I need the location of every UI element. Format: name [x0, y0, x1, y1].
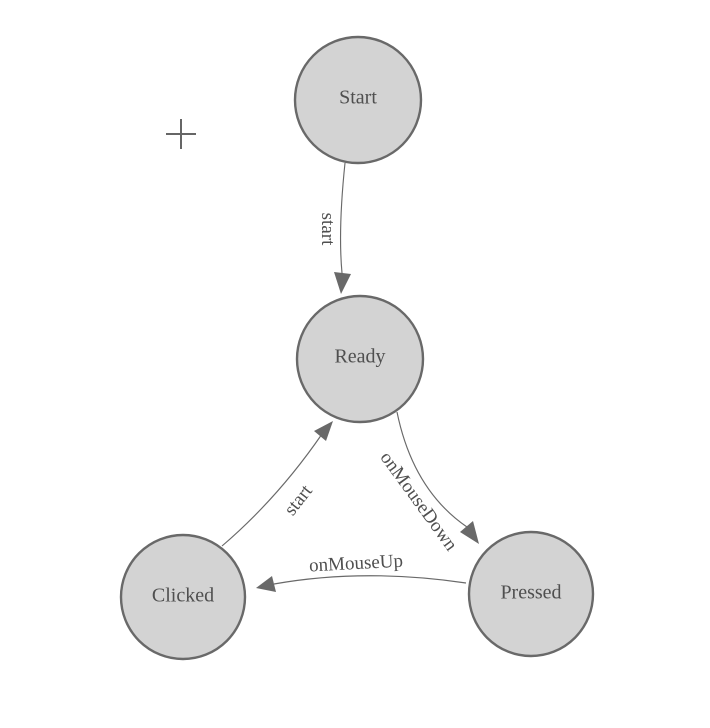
arrowhead-icon — [314, 421, 333, 441]
node-label: Ready — [334, 346, 385, 368]
edge-path[interactable] — [273, 575, 467, 585]
arrowhead-icon — [334, 272, 351, 294]
edge-label: start — [317, 213, 338, 246]
edge-label: start — [280, 480, 317, 519]
edge-label: onMouseDown — [376, 448, 462, 556]
node-circle[interactable] — [119, 533, 247, 661]
edge-pressed-to-clicked[interactable]: onMouseUp — [256, 551, 467, 592]
plus-crosshair-icon — [166, 119, 196, 149]
node-clicked[interactable]: Clicked — [119, 533, 247, 661]
node-circle[interactable] — [467, 530, 595, 658]
node-pressed[interactable]: Pressed — [467, 530, 595, 658]
edge-path[interactable] — [339, 162, 346, 274]
node-circle[interactable] — [295, 294, 425, 424]
node-ready[interactable]: Ready — [295, 294, 425, 424]
node-label: Clicked — [152, 585, 214, 607]
node-circle[interactable] — [293, 35, 423, 165]
node-label: Pressed — [500, 582, 561, 604]
node-label: Start — [339, 87, 377, 109]
arrowhead-icon — [460, 521, 479, 544]
edge-start-to-ready[interactable]: start — [317, 162, 351, 294]
edge-path[interactable] — [396, 411, 468, 528]
edge-path[interactable] — [221, 433, 323, 547]
arrowhead-icon — [256, 576, 276, 592]
edge-ready-to-pressed[interactable]: onMouseDown — [376, 411, 479, 556]
node-start[interactable]: Start — [293, 35, 423, 165]
edge-clicked-to-ready[interactable]: start — [221, 421, 333, 547]
edge-label: onMouseUp — [309, 551, 404, 577]
